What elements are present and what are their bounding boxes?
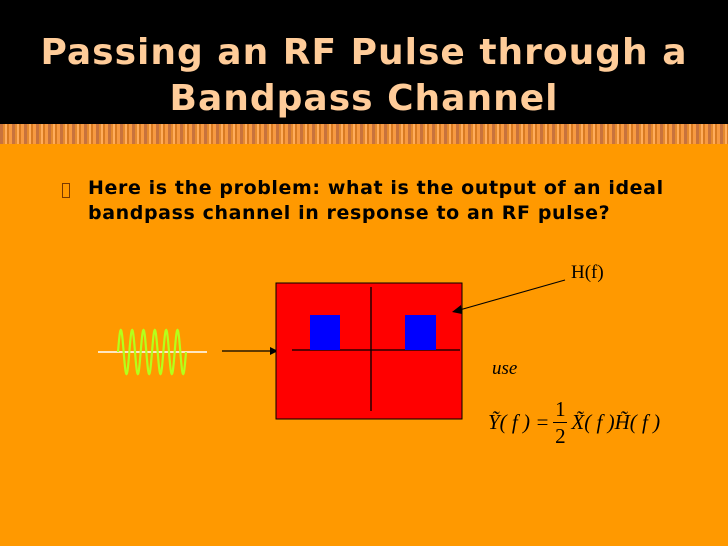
use-label: use	[492, 358, 518, 379]
passband-positive	[405, 315, 436, 350]
equation-lhs: Ỹ( f ) =	[488, 409, 550, 434]
input-arrow	[222, 347, 278, 355]
footer	[60, 520, 660, 542]
hf-pointer-arrow	[452, 279, 566, 314]
channel-box	[275, 282, 463, 420]
passband-negative	[310, 315, 340, 350]
transfer-function-label: H(f)	[571, 262, 604, 283]
equation-fraction: 1 2	[553, 396, 568, 448]
bullet-marker-icon	[62, 183, 70, 198]
rf-pulse-icon	[98, 328, 207, 376]
title-band: Passing an RF Pulse through a Bandpass C…	[0, 0, 728, 124]
equation-numerator: 1	[555, 396, 566, 421]
equation-rhs: X̃( f )H̃( f )	[571, 409, 661, 434]
output-equation: Ỹ( f ) = 1 2 X̃( f )H̃( f )	[488, 392, 660, 452]
title-line-1: Passing an RF Pulse through a	[40, 32, 688, 73]
fraction-bar	[553, 421, 568, 423]
decorative-stripe	[0, 124, 728, 144]
title-line-2: Bandpass Channel	[169, 78, 559, 119]
bullet-text: Here is the problem: what is the output …	[88, 177, 664, 224]
equation-denominator: 2	[555, 423, 566, 448]
slide-title: Passing an RF Pulse through a Bandpass C…	[30, 30, 698, 122]
